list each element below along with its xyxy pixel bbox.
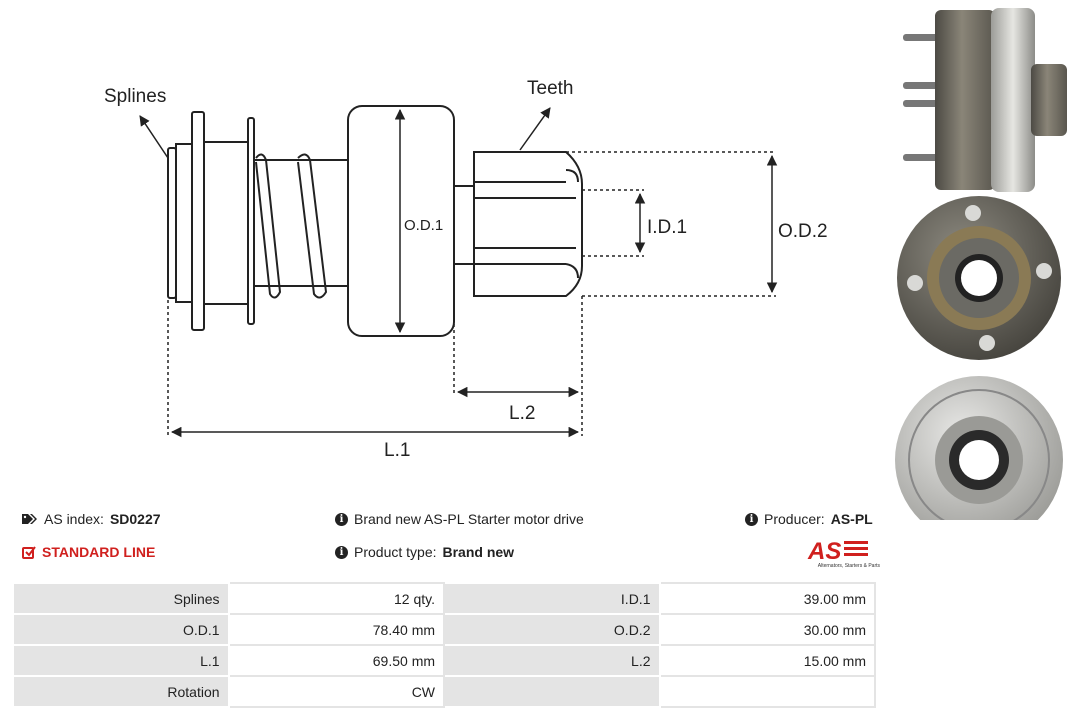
info-icon: i	[335, 545, 348, 559]
side-view-photo	[903, 8, 1067, 192]
od2-label: O.D.2	[778, 221, 828, 242]
spec-value: 69.50 mm	[227, 644, 446, 677]
producer-value: AS-PL	[830, 511, 873, 527]
standard-line-label: STANDARD LINE	[42, 544, 156, 560]
top-view-photo	[897, 196, 1061, 360]
spec-value	[658, 675, 876, 708]
spec-label: O.D.2	[443, 613, 661, 646]
spec-value: 12 qty.	[227, 582, 446, 615]
as-index-label: AS index:	[44, 511, 104, 527]
info-icon: i	[745, 512, 758, 526]
teeth-callout: Teeth	[527, 78, 573, 99]
svg-text:AS: AS	[807, 538, 841, 563]
spec-label: I.D.1	[443, 582, 661, 615]
product-type-value: Brand new	[442, 544, 515, 560]
id1-label: I.D.1	[647, 217, 687, 238]
logo-tagline: Alternators, Starters & Parts	[817, 563, 880, 569]
bottom-view-photo	[895, 376, 1063, 520]
spec-value: CW	[227, 675, 446, 708]
checkbox-icon	[22, 545, 36, 559]
producer: i Producer: AS-PL	[745, 511, 873, 527]
logo-mark: AS	[807, 538, 868, 565]
spec-value: 78.40 mm	[227, 613, 446, 646]
l2-label: L.2	[509, 403, 535, 424]
spec-label: Rotation	[12, 675, 230, 708]
producer-label: Producer:	[764, 511, 825, 527]
product-type: i Product type: Brand new	[335, 544, 514, 560]
as-index-value: SD0227	[109, 511, 161, 527]
info-icon: i	[335, 512, 348, 526]
l1-label: L.1	[384, 440, 410, 461]
od1-label: O.D.1	[404, 217, 443, 234]
as-index: AS index: SD0227	[22, 511, 161, 527]
as-pl-logo: AS Alternators, Starters & Parts	[790, 537, 880, 571]
standard-line: STANDARD LINE	[22, 544, 155, 560]
spec-label: Splines	[12, 582, 230, 615]
technical-drawing: Splines Teeth O.D.1 I.D.1 O.D.2 L.2 L.1	[104, 78, 828, 461]
spec-value: 39.00 mm	[658, 582, 876, 615]
spec-label: O.D.1	[12, 613, 230, 646]
product-photos	[895, 8, 1067, 520]
product-description: i Brand new AS-PL Starter motor drive	[335, 511, 584, 527]
spec-label: L.1	[12, 644, 230, 677]
spec-label	[443, 675, 661, 708]
spec-value: 15.00 mm	[658, 644, 876, 677]
splines-callout: Splines	[104, 86, 166, 107]
product-type-label: Product type:	[354, 544, 437, 560]
spec-label: L.2	[443, 644, 661, 677]
tag-icon	[22, 513, 38, 525]
description-text: Brand new AS-PL Starter motor drive	[354, 511, 584, 527]
spec-value: 30.00 mm	[658, 613, 876, 646]
